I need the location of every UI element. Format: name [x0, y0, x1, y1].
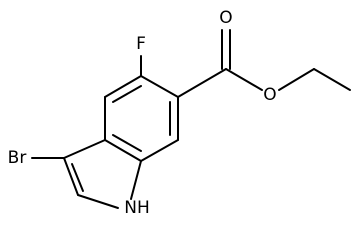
- double-bond-inner-c3-c2: [71, 163, 84, 192]
- atom-carbonyl-oxygen: O: [219, 8, 232, 28]
- bond-c3-c2: [63, 157, 79, 196]
- bond-ester-o-ch2: [278, 68, 315, 91]
- bond-c7a-c3a: [104, 139, 142, 162]
- atom-indole-nitrogen: NH: [124, 198, 150, 218]
- double-bond-inner-c4-c5: [112, 85, 142, 103]
- atom-ester-oxygen: O: [263, 85, 276, 105]
- atom-bromine: Br: [8, 148, 27, 168]
- ethyl-ester-group: [177, 29, 351, 98]
- double-bond-inner-c7a-c3a: [112, 134, 142, 152]
- bond-c4-c5: [104, 75, 142, 98]
- bond-carbonyl-ester-o: [225, 68, 263, 91]
- chemical-structure: F O O Br NH: [8, 8, 351, 218]
- bond-c7-c7a: [140, 139, 179, 162]
- bond-ch2-ch3: [313, 68, 351, 91]
- bond-c2-n1: [77, 194, 119, 209]
- bond-c5-c6: [140, 75, 179, 98]
- benzene-ring: [104, 75, 179, 162]
- bond-n1-c7a: [130, 160, 142, 200]
- pyrrole-ring: [63, 139, 142, 209]
- bond-c3a-c3: [63, 139, 106, 159]
- bond-c6-carbonyl: [177, 68, 227, 98]
- atom-fluorine: F: [136, 34, 146, 54]
